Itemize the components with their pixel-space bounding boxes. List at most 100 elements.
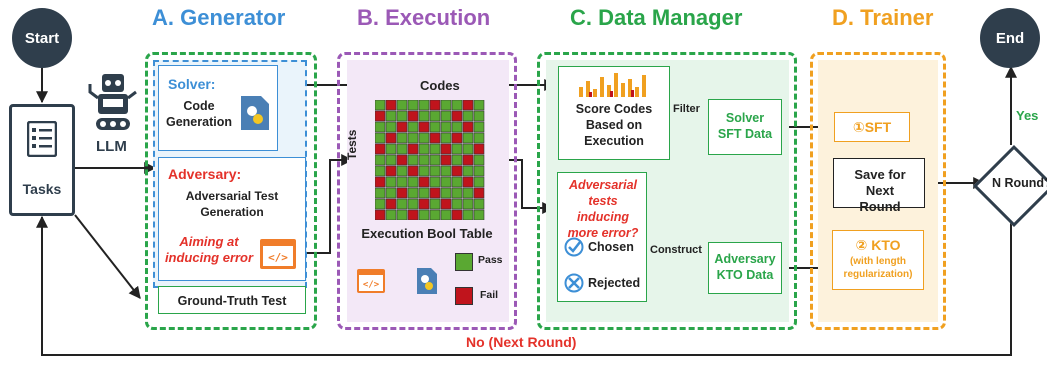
pass-cell (429, 110, 441, 122)
fail-cell (375, 143, 386, 155)
checklist-icon (27, 121, 57, 157)
start-node: Start (12, 8, 72, 68)
pass-cell (375, 165, 386, 177)
pass-cell (451, 176, 463, 188)
legend-fail-swatch (455, 287, 473, 305)
pass-cell (418, 187, 430, 199)
ground-truth-box: Ground-Truth Test (158, 286, 306, 314)
robot-icon (88, 74, 137, 130)
fail-cell (418, 121, 430, 133)
rejected-label: Rejected (588, 276, 641, 290)
fail-cell (375, 176, 386, 188)
pass-cell (473, 165, 485, 177)
pass-cell (375, 121, 386, 133)
pass-cell (473, 154, 485, 166)
fail-cell (462, 176, 474, 188)
adversary-desc: Adversarial Test Generation (185, 189, 279, 219)
title-trainer: D. Trainer (832, 5, 934, 30)
fail-cell (440, 143, 452, 155)
pass-cell (418, 143, 430, 155)
pass-cell (429, 143, 441, 155)
pass-cell (473, 176, 485, 188)
pass-cell (407, 132, 419, 144)
fail-cell (396, 154, 408, 166)
pass-cell (396, 132, 408, 144)
fail-cell (385, 165, 397, 177)
end-node: End (980, 8, 1040, 68)
pass-cell (473, 209, 485, 220)
adversary-kto-data-box: Adversary KTO Data (708, 242, 782, 294)
fail-cell (396, 187, 408, 199)
pass-cell (375, 154, 386, 166)
start-label: Start (24, 29, 60, 47)
fail-cell (407, 110, 419, 122)
pass-cell (440, 121, 452, 133)
kto-box: ② KTO (with length regularization) (832, 230, 924, 290)
python-file-icon (241, 96, 269, 130)
pass-cell (385, 187, 397, 199)
save-label: Save for Next Round (854, 167, 906, 214)
pass-cell (462, 132, 474, 144)
sft-label: ①SFT (852, 119, 892, 135)
pass-cell (418, 154, 430, 166)
pass-cell (385, 143, 397, 155)
pass-cell (385, 121, 397, 133)
adversarial-question: Adversarial tests inducing more error? (567, 178, 639, 240)
svg-text:</>: </> (363, 280, 380, 290)
pass-cell (462, 187, 474, 199)
tasks-box: Tasks (9, 104, 75, 216)
legend-python-icon (417, 268, 437, 294)
solver-sft-data-label: Solver SFT Data (717, 111, 773, 141)
execution-table-label: Execution Bool Table (361, 226, 493, 241)
pass-cell (396, 110, 408, 122)
pass-cell (418, 132, 430, 144)
pass-cell (429, 209, 441, 220)
pass-cell (473, 198, 485, 210)
solver-sft-data-box: Solver SFT Data (708, 99, 782, 155)
ground-truth-label: Ground-Truth Test (177, 294, 287, 308)
pass-cell (375, 132, 386, 144)
pass-cell (451, 154, 463, 166)
pass-cell (396, 209, 408, 220)
fail-cell (418, 176, 430, 188)
legend-code-icon: </> (357, 269, 385, 293)
pass-cell (396, 165, 408, 177)
decision-label: N Round? (992, 176, 1047, 190)
save-box: Save for Next Round (833, 158, 925, 214)
pass-cell (429, 121, 441, 133)
pass-cell (440, 165, 452, 177)
pass-cell (473, 132, 485, 144)
fail-cell (462, 100, 474, 111)
fail-cell (440, 198, 452, 210)
fail-cell (451, 132, 463, 144)
score-box: Score Codes Based on Execution (558, 66, 670, 160)
pass-cell (375, 187, 386, 199)
adversarial-question-box: Adversarial tests inducing more error? C… (557, 172, 647, 302)
execution-bool-grid (375, 100, 485, 220)
pass-cell (385, 110, 397, 122)
pass-cell (407, 121, 419, 133)
tests-label: Tests (345, 129, 359, 160)
pass-cell (396, 176, 408, 188)
fail-cell (429, 100, 441, 111)
pass-cell (451, 198, 463, 210)
pass-cell (385, 176, 397, 188)
fail-cell (375, 110, 386, 122)
pass-cell (418, 110, 430, 122)
pass-cell (429, 165, 441, 177)
pass-cell (440, 110, 452, 122)
pass-cell (407, 198, 419, 210)
kto-label: ② KTO (855, 237, 901, 253)
fail-cell (462, 121, 474, 133)
fail-cell (429, 187, 441, 199)
pass-cell (407, 176, 419, 188)
execution-panel (337, 52, 517, 330)
svg-text:</>: </> (268, 251, 288, 264)
adversary-title: Adversary: (168, 166, 242, 182)
pass-cell (396, 143, 408, 155)
pass-cell (396, 100, 408, 111)
pass-cell (407, 100, 419, 111)
title-execution: B. Execution (357, 5, 491, 30)
pass-cell (440, 132, 452, 144)
fail-cell (375, 209, 386, 220)
